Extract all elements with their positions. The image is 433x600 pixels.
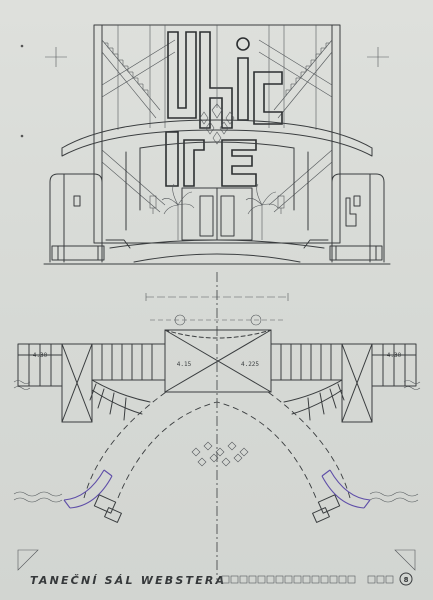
palm-left [161, 183, 195, 240]
right-staircase [258, 25, 333, 213]
dance-floor-arcs [83, 391, 351, 499]
registration-cross-top-left [45, 47, 67, 67]
stage-floor [43, 239, 391, 265]
decorative-letters [165, 31, 283, 187]
wall-break-lines [13, 380, 421, 503]
floor-plan: 4.30 4.15 4.225 4.30 [13, 272, 421, 580]
sheet-number: 8 [404, 576, 409, 584]
plan-right-stairs [270, 343, 417, 423]
left-side-panel [49, 173, 105, 263]
plan-top-circles [150, 314, 284, 326]
wall-lamp-left [149, 195, 157, 214]
sheet-number-circle [399, 572, 413, 586]
sheet-title: TANEČNÍ SÁL WEBSTERA [30, 573, 226, 587]
left-curved-bar [63, 469, 122, 523]
floor-light-pattern [191, 441, 249, 467]
chandelier [199, 25, 235, 145]
dim-right-outer: 4.30 [387, 352, 402, 359]
binding-hole [20, 44, 24, 48]
central-doorway [181, 187, 253, 241]
title-block: TANEČNÍ SÁL WEBSTERA 8 [17, 549, 416, 587]
top-dimension [145, 293, 289, 301]
wall-lamp-right [277, 195, 285, 214]
palm-right [245, 183, 279, 240]
right-side-panel [329, 173, 385, 263]
corner-mark-right [394, 549, 416, 571]
binding-hole [20, 134, 24, 138]
corner-mark-left [17, 549, 39, 571]
left-staircase [101, 25, 176, 213]
plan-left-stairs [17, 343, 166, 423]
stage-elevation [43, 24, 391, 265]
title-block-boxes [221, 575, 394, 584]
dim-left-outer: 4.30 [33, 352, 48, 359]
registration-cross-top-right [367, 47, 389, 67]
dim-center: 4.225 [241, 361, 259, 368]
right-curved-bar [312, 469, 371, 523]
balcony-gallery [61, 119, 373, 231]
dim-left-inner: 4.15 [177, 361, 192, 368]
